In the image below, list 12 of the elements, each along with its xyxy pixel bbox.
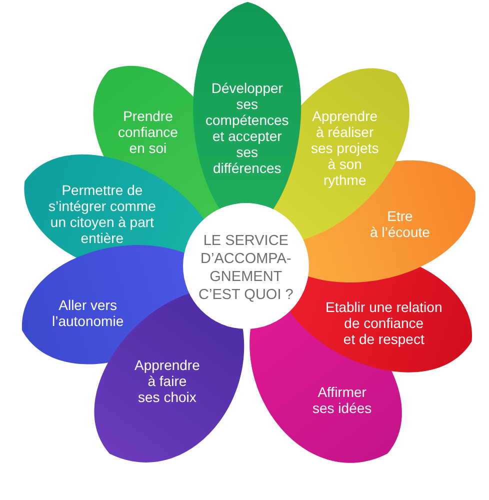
petal-text: Apprendre à réaliser ses projets à son rythme (311, 108, 379, 188)
petal-text: Affirmer ses idées (312, 384, 372, 416)
petal-text: Développer ses compétences et accepter ses différences (206, 80, 289, 176)
petal-text: Etablir une relation de confiance et de respect (326, 299, 442, 347)
petal (193, 2, 302, 212)
petal-text: Etre à l’écoute (370, 208, 430, 240)
petal-text: Prendre confiance en soi (118, 108, 178, 156)
center-question: LE SERVICE D’ACCOMPA- GNEMENT C’EST QUOI ? (198, 232, 294, 304)
petal-text: Aller vers l’autonomie (52, 297, 124, 329)
petal-text: Apprendre à faire ses choix (134, 357, 200, 405)
petal (287, 266, 473, 373)
petal-text: Permettre de s’intégrer comme un citoyen à part entière (48, 182, 156, 246)
